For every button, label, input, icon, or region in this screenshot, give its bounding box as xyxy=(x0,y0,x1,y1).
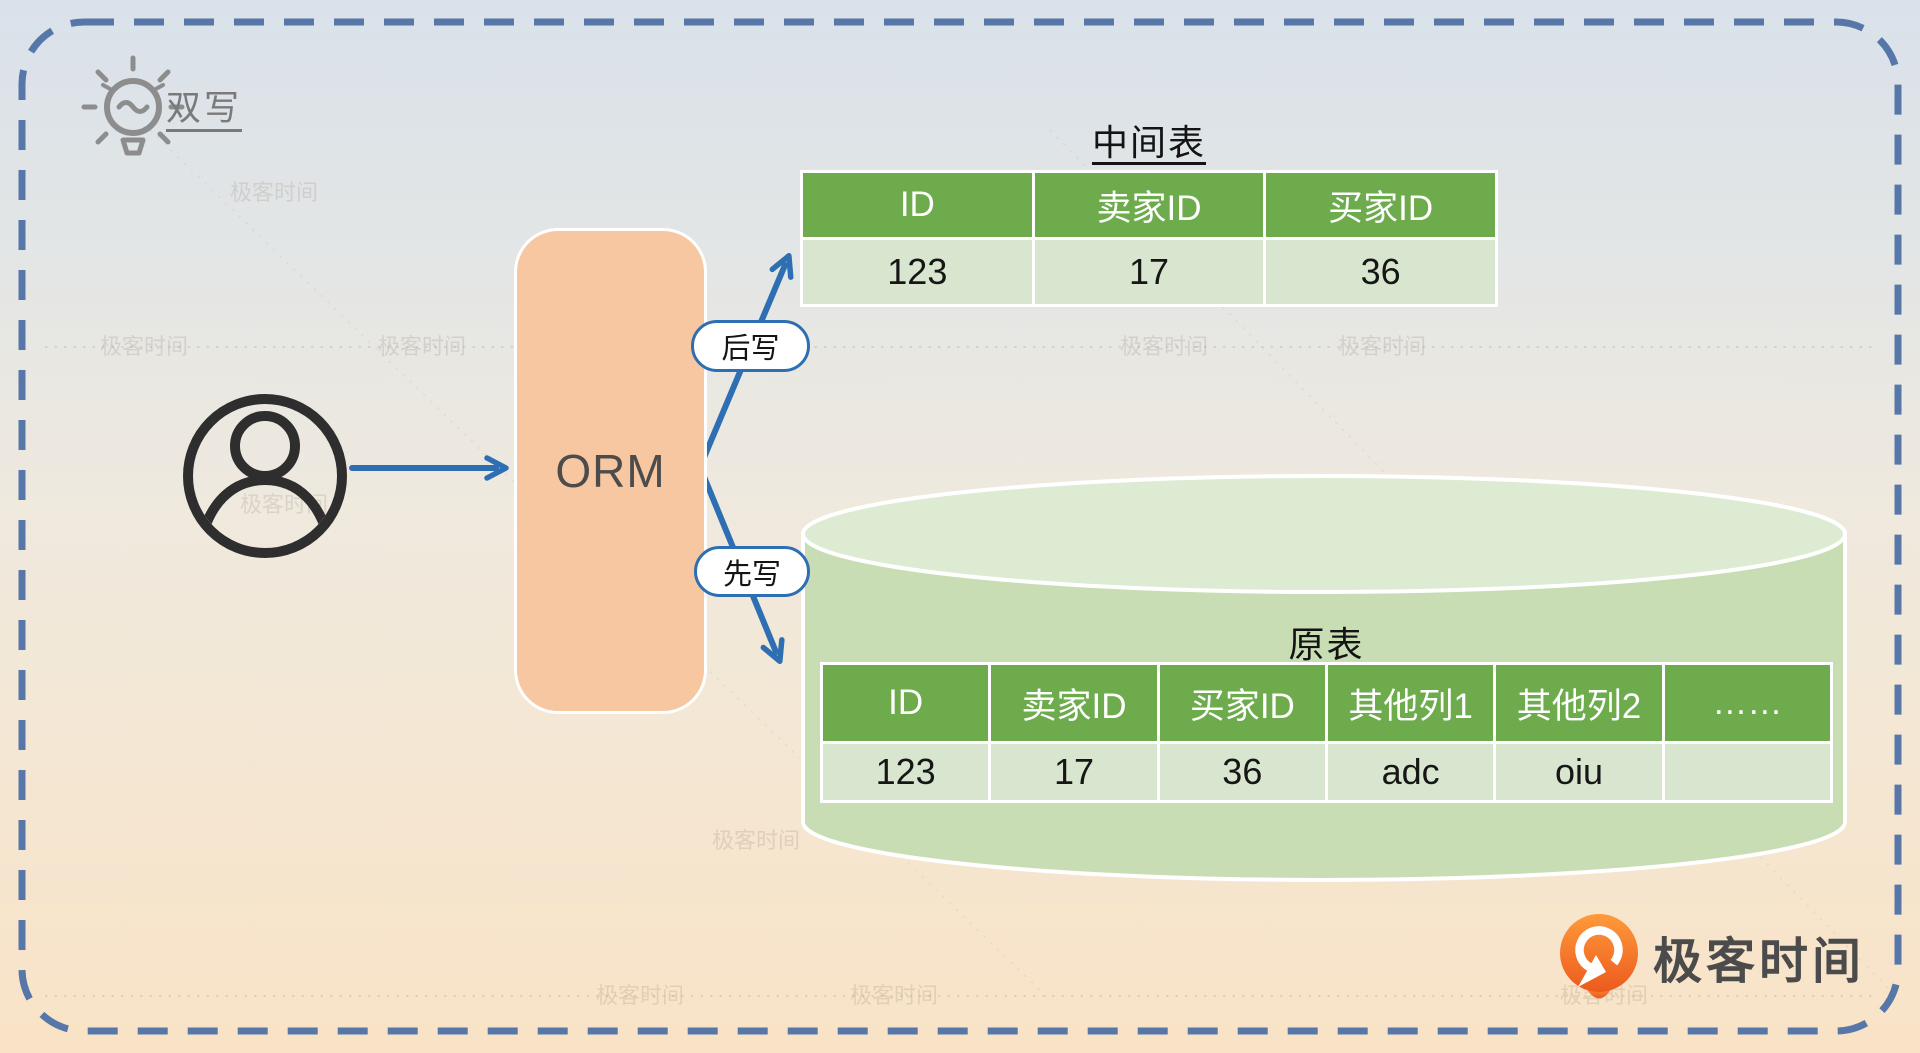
orm-node-label: ORM xyxy=(555,445,666,497)
source-table-data-row: 123 17 36 adc oiu xyxy=(823,744,1830,800)
database-cylinder-top xyxy=(801,474,1847,594)
watermark-group: 极客时间 极客时间 极客时间 极客时间 极客时间 极客时间 极客时间 极客时间 … xyxy=(100,180,1648,1008)
mid-table-header-cell: 买家ID xyxy=(1266,173,1495,237)
watermark-text: 极客时间 xyxy=(230,180,318,205)
mid-table-data-cell: 123 xyxy=(803,240,1032,304)
source-table-data-cell: adc xyxy=(1327,744,1494,800)
source-table-data-cell: oiu xyxy=(1496,744,1662,800)
mid-table-header-cell: ID xyxy=(803,173,1032,237)
edge-label-write-first: 先写 xyxy=(694,546,810,597)
mid-table: ID 卖家ID 买家ID 123 17 36 xyxy=(800,170,1498,307)
source-table-header-cell: …… xyxy=(1664,665,1830,741)
mid-table-title: 中间表 xyxy=(1091,122,1206,163)
source-table-header-cell: 卖家ID xyxy=(991,665,1157,741)
mid-table-data-cell: 17 xyxy=(1034,240,1264,304)
mid-table-data-cell: 36 xyxy=(1266,240,1495,304)
source-table-data-cell: 17 xyxy=(991,744,1157,800)
watermark-text: 极客时间 xyxy=(850,983,938,1008)
user-icon xyxy=(183,394,347,558)
source-table-data-cell: 123 xyxy=(823,744,989,800)
source-table-header-row: ID 卖家ID 买家ID 其他列1 其他列2 …… xyxy=(823,665,1830,741)
source-table-data-cell: 36 xyxy=(1159,744,1325,800)
lightbulb-icon xyxy=(81,55,185,156)
dashed-frame-border xyxy=(18,18,1902,1035)
source-table-title: 原表 xyxy=(1288,624,1365,665)
geektime-logo-text: 极客时间 xyxy=(1653,935,1866,989)
source-table-data-cell xyxy=(1664,744,1830,800)
mid-table-header-row: ID 卖家ID 买家ID xyxy=(803,173,1495,237)
topic-title: 双写 xyxy=(166,89,243,128)
source-table-header-cell: 其他列2 xyxy=(1496,665,1662,741)
mid-table-header-cell: 卖家ID xyxy=(1034,173,1264,237)
source-table: ID 卖家ID 买家ID 其他列1 其他列2 …… 123 17 36 adc … xyxy=(820,662,1833,803)
watermark-text: 极客时间 xyxy=(1338,334,1426,359)
watermark-text: 极客时间 xyxy=(712,828,800,853)
watermark-text: 极客时间 xyxy=(378,334,466,359)
source-table-header-cell: 其他列1 xyxy=(1327,665,1494,741)
watermark-text: 极客时间 xyxy=(596,983,684,1008)
watermark-text: 极客时间 xyxy=(1120,334,1208,359)
mid-table-data-row: 123 17 36 xyxy=(803,240,1495,304)
source-table-header-cell: 买家ID xyxy=(1159,665,1325,741)
orm-node: ORM xyxy=(514,228,707,714)
geektime-logo-icon xyxy=(1560,914,1638,999)
edge-label-write-after: 后写 xyxy=(691,320,810,372)
watermark-text: 极客时间 xyxy=(100,334,188,359)
source-table-header-cell: ID xyxy=(823,665,989,741)
